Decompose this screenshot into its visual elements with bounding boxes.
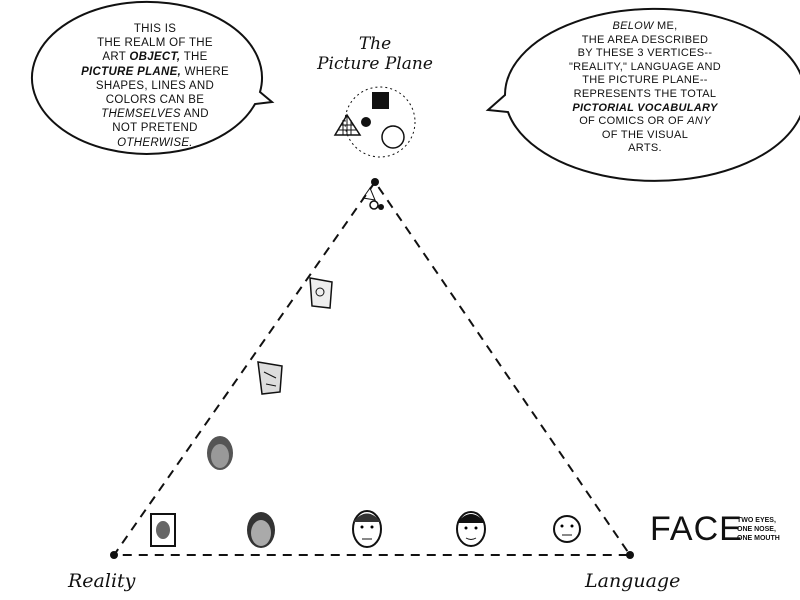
text: OF COMICS OR OF bbox=[579, 115, 688, 128]
text-line: THE PICTURE PLANE-- bbox=[582, 74, 708, 87]
text-line: BY THESE 3 VERTICES-- bbox=[577, 47, 713, 60]
face-abstract-3-icon bbox=[309, 277, 333, 309]
vertex-language bbox=[626, 551, 634, 559]
right-bubble-text: BELOW ME, THE AREA DESCRIBED BY THESE 3 … bbox=[535, 20, 755, 156]
text: ME, bbox=[653, 20, 678, 32]
text-line: NOT PRETEND bbox=[112, 122, 198, 135]
face-abstract-2-icon bbox=[257, 361, 283, 395]
emphasis: PICTURE PLANE, bbox=[81, 65, 182, 78]
text-line: ART OBJECT, THE bbox=[55, 50, 255, 64]
text: WHERE bbox=[181, 65, 229, 78]
text: THE bbox=[180, 51, 208, 64]
emphasis: THEMSELVES bbox=[101, 108, 181, 121]
text-line: SHAPES, LINES AND bbox=[95, 79, 215, 92]
text-line: OTHERWISE. bbox=[117, 136, 193, 149]
text-line: COLORS CAN BE bbox=[105, 94, 205, 107]
face-cartoon-icon bbox=[456, 511, 486, 547]
text-line: PICTURE PLANE, WHERE bbox=[55, 65, 255, 79]
text-line: THEMSELVES AND bbox=[55, 107, 255, 121]
emphasis: ANY bbox=[687, 115, 711, 128]
text-line: THE AREA DESCRIBED bbox=[581, 33, 709, 46]
right-speech-bubble bbox=[485, 7, 800, 182]
label-line: Picture Plane bbox=[317, 54, 433, 74]
face-label: FACE bbox=[650, 510, 743, 548]
face-abstract-1-icon bbox=[207, 436, 233, 470]
note-line: TWO EYES, bbox=[737, 517, 776, 524]
text: ART bbox=[102, 51, 130, 64]
left-bubble-text: THIS IS THE REALM OF THE ART OBJECT, THE… bbox=[55, 22, 255, 150]
vertex-label-language: Language bbox=[585, 570, 681, 592]
pictorial-triangle bbox=[110, 178, 634, 559]
text-line: OF THE VISUAL bbox=[601, 128, 689, 141]
vertex-label-picture-plane: The Picture Plane bbox=[310, 34, 440, 74]
text-line: THE REALM OF THE bbox=[97, 37, 213, 50]
picture-plane-shapes bbox=[333, 86, 416, 158]
text-line: "REALITY," LANGUAGE AND bbox=[568, 60, 722, 73]
text-line: OF COMICS OR OF ANY bbox=[535, 115, 755, 129]
face-detailed-icon bbox=[352, 510, 382, 548]
text-line: BELOW ME, bbox=[535, 20, 755, 34]
text: AND bbox=[180, 108, 209, 121]
face-abstract-4-icon bbox=[362, 186, 384, 210]
text-line: ARTS. bbox=[628, 142, 662, 155]
text-line: PICTORIAL VOCABULARY bbox=[572, 101, 718, 114]
face-note: TWO EYES, ONE NOSE, ONE MOUTH bbox=[737, 516, 780, 543]
face-simple-icon bbox=[553, 515, 581, 543]
label-line: The bbox=[358, 34, 392, 54]
emphasis: BELOW bbox=[612, 20, 654, 32]
face-realistic-icon bbox=[247, 512, 275, 548]
text-line: THIS IS bbox=[133, 23, 177, 35]
note-line: ONE MOUTH bbox=[737, 535, 780, 542]
left-speech-bubble bbox=[31, 0, 275, 155]
vertex-reality bbox=[110, 551, 118, 559]
vertex-picture-plane bbox=[371, 178, 379, 186]
emphasis: OBJECT, bbox=[129, 51, 181, 64]
text-line: REPRESENTS THE TOTAL bbox=[573, 87, 717, 100]
note-line: ONE NOSE, bbox=[737, 526, 776, 533]
vertex-label-reality: Reality bbox=[68, 570, 136, 592]
face-photo-icon bbox=[150, 513, 176, 547]
